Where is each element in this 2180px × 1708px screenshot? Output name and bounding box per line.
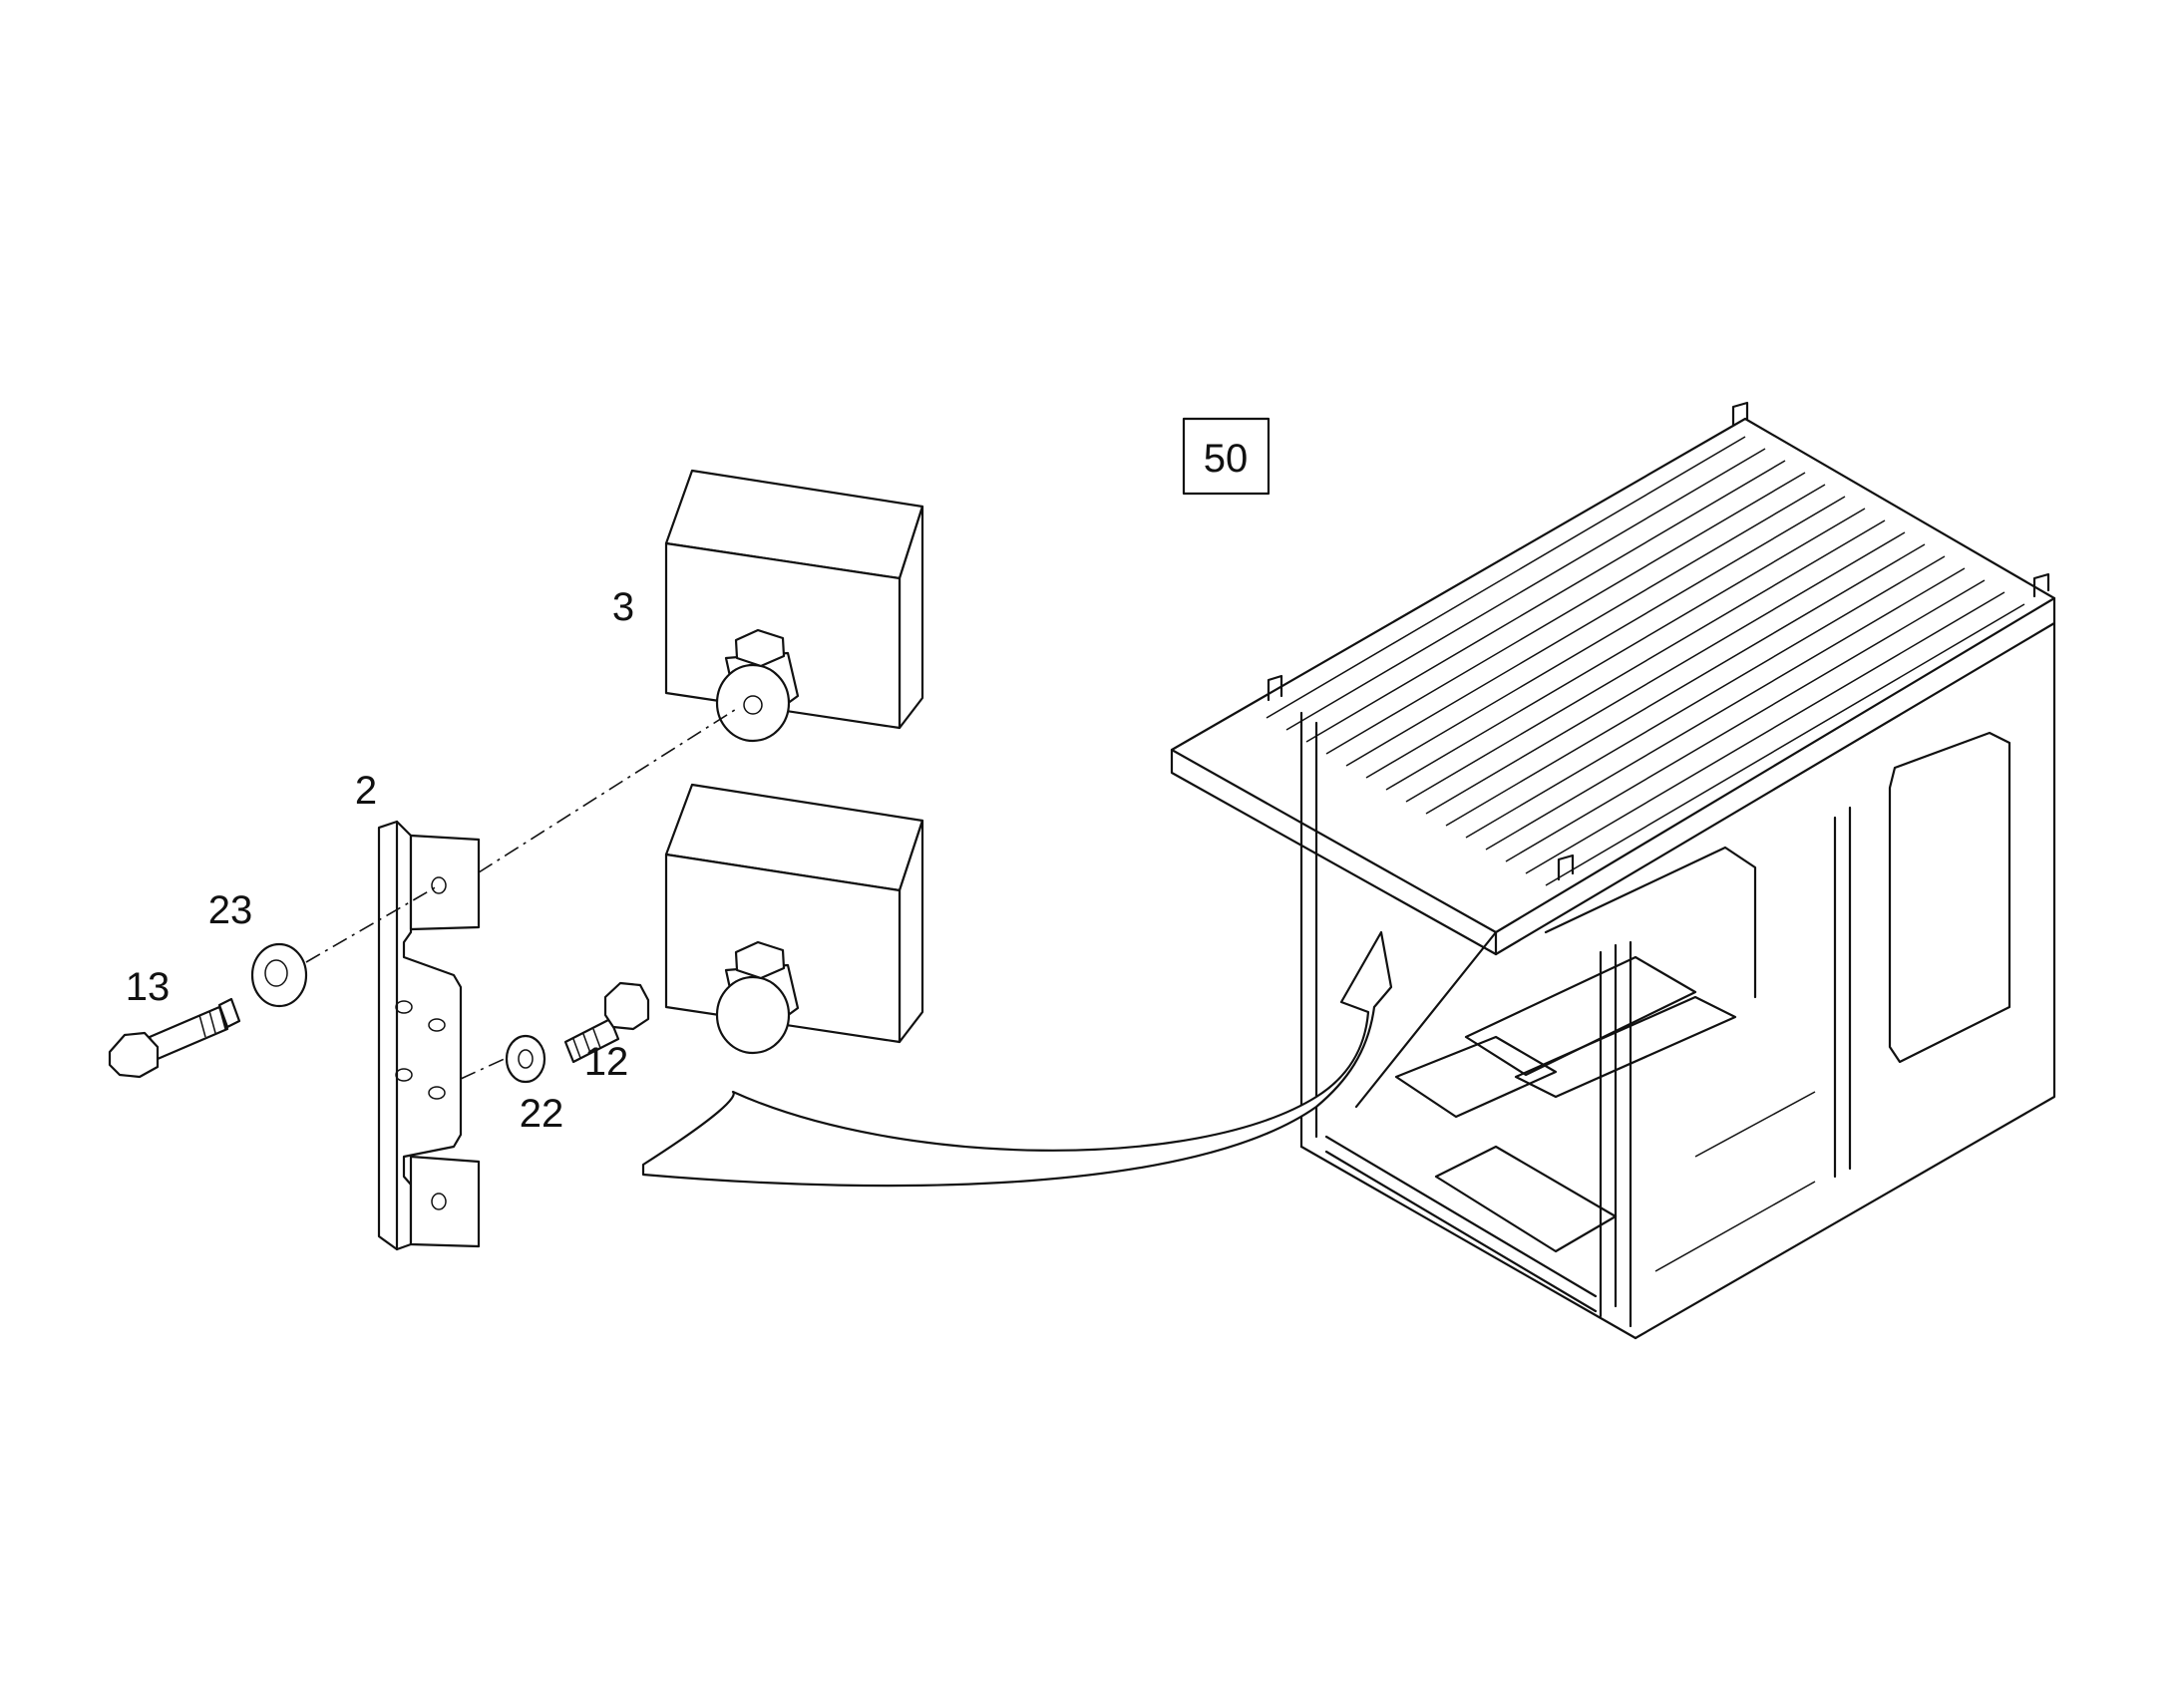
callout-12: 12	[584, 1040, 629, 1084]
roof-slats	[1266, 436, 2025, 886]
work-light-upper	[664, 469, 924, 743]
washer-22	[505, 1034, 546, 1084]
assembly-line-lower	[460, 1056, 510, 1080]
operator-cab	[1170, 401, 2056, 1340]
callout-22: 22	[520, 1092, 564, 1136]
view-number-label: 50	[1204, 437, 1249, 481]
callout-23: 23	[208, 888, 253, 932]
callout-2: 2	[355, 769, 377, 813]
callout-13: 13	[126, 965, 171, 1009]
work-light-lower	[664, 783, 924, 1055]
installation-arrow	[641, 930, 1393, 1188]
bolt-12	[563, 981, 650, 1064]
view-number-box: 50	[1182, 417, 1271, 496]
assembly-line-upper	[478, 707, 739, 873]
assembly-line-mid	[305, 884, 440, 963]
mounting-bracket	[377, 820, 481, 1251]
bolt-13	[108, 997, 241, 1079]
washer-23	[250, 942, 308, 1008]
callout-3: 3	[612, 585, 634, 629]
